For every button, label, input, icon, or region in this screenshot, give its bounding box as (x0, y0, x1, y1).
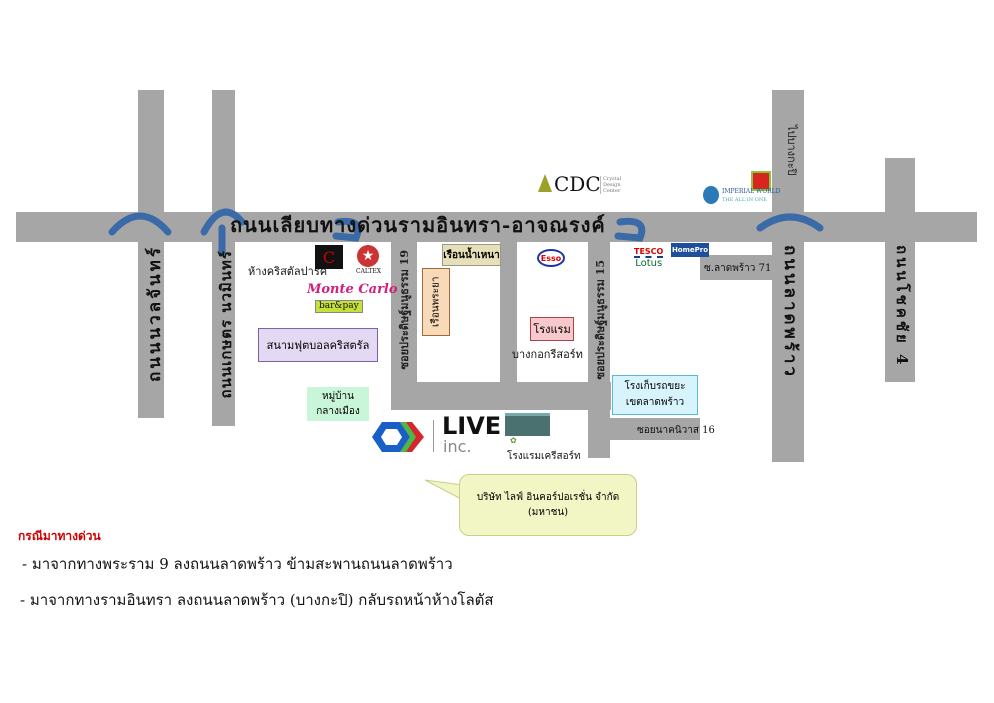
road-inner (500, 242, 517, 382)
cdc-triangle-icon (538, 174, 552, 192)
village-line2: กลางเมือง (316, 406, 360, 417)
caltex-star-icon: ★ (357, 245, 379, 267)
lotus-text: Lotus (634, 256, 664, 269)
cdc-sub-line: Crystal (603, 176, 622, 182)
village-box: หมู่บ้าน กลางเมือง (307, 387, 369, 421)
u-turn-icon (108, 212, 172, 236)
soi15-label: ซอยประดิษฐ์มนูธรรม 15 (594, 260, 607, 380)
u-turn-icon (332, 217, 362, 242)
monte-carlo-logo: Monte Carlo (307, 282, 398, 297)
road-nakniwat16 (610, 418, 700, 440)
road-chokchai (885, 158, 915, 382)
resort-hotel-label: โรงแรมเครีสอร์ท (507, 451, 581, 462)
nakniwat16-label: ซอยนาคนิวาส 16 (637, 425, 715, 436)
notes-heading: กรณีมาทางด่วน (18, 529, 101, 543)
road-ladprao71 (700, 255, 772, 280)
u-turn-icon (756, 213, 824, 232)
live-logo-icon (372, 422, 424, 452)
bar-logo: bar&pay (315, 300, 363, 313)
notes-line2: - มาจากทางรามอินทรา ลงถนนลาดพร้าว (บางกะ… (20, 591, 494, 609)
crystal-park-label: ห้างคริสตัลปาร์ค (248, 265, 328, 278)
imperial-sub: THE ALL IN ONE (722, 197, 767, 203)
ruen-nam-sign: เรือนน้ำเหนา (442, 244, 501, 266)
tesco-lotus-logo: TESCO Lotus (634, 247, 664, 269)
resort-building-icon (505, 413, 550, 436)
road-ladprao (772, 90, 804, 462)
road-left1-label: ถนนนวลจันทร์ (145, 245, 165, 383)
crystal-park-logo: C (315, 245, 343, 269)
live-inc-wordmark: inc. (443, 437, 472, 456)
cdc-sub-line: Design (603, 182, 621, 188)
road-soi15 (588, 242, 610, 458)
notes-line1: - มาจากทางพระราม 9 ลงถนนลาดพร้าว ข้ามสะพ… (22, 555, 453, 573)
garbage-line1: โรงเก็บรถขยะ (624, 381, 686, 392)
u-turn-icon (614, 217, 646, 242)
cdc-sub-line: Center (603, 188, 621, 194)
ruen-phraya-sign: เรือนพระยา (422, 268, 450, 336)
garbage-depot-box: โรงเก็บรถขยะ เขตลาดพร้าว (612, 375, 698, 415)
logo-divider (433, 420, 434, 452)
imperial-label: IMPERIAL WORLD (722, 188, 781, 195)
resort-leaf-icon: ✿ (510, 436, 517, 445)
bangkok-resort-label: บางกอกรีสอร์ท (512, 348, 583, 361)
cdc-logo: CDC (554, 172, 601, 196)
ladprao71-label: ซ.ลาดพร้าว 71 (704, 263, 772, 274)
road-left1 (138, 90, 164, 418)
big-c-logo (751, 171, 771, 191)
bangkapi-label: ไปบางกะปิ (785, 125, 798, 176)
esso-logo: Esso (537, 249, 565, 267)
imperial-logo-icon (703, 186, 719, 204)
football-field-box: สนามฟุตบอลคริสตรัล (258, 328, 378, 362)
road-connector (391, 382, 611, 410)
village-line1: หมู่บ้าน (322, 391, 354, 402)
soi19-label: ซอยประดิษฐ์มนูธรรม 19 (398, 250, 411, 370)
ladprao-label: ถนนลาดพร้าว (780, 245, 800, 379)
road-left2 (212, 90, 235, 426)
live-wordmark: LIVE (442, 412, 502, 440)
u-turn-icon (200, 208, 246, 236)
company-callout: บริษัท ไลฟ์ อินคอร์ปอเรชั่น จำกัด (มหาชน… (459, 474, 637, 536)
chokchai-label: ถนนโชคชัย 4 (893, 245, 911, 368)
caltex-label: CALTEX (356, 268, 382, 275)
tesco-text: TESCO (634, 247, 664, 256)
main-road-label: ถนนเลียบทางด่วนรามอินทรา-อาจณรงค์ (230, 213, 606, 237)
hotel-sign: โรงแรม (530, 317, 574, 341)
road-left2-label: ถนนเกษตร นวมินทร์ (217, 250, 235, 399)
garbage-line2: เขตลาดพร้าว (625, 397, 685, 408)
homepro-logo: HomePro (671, 243, 709, 257)
